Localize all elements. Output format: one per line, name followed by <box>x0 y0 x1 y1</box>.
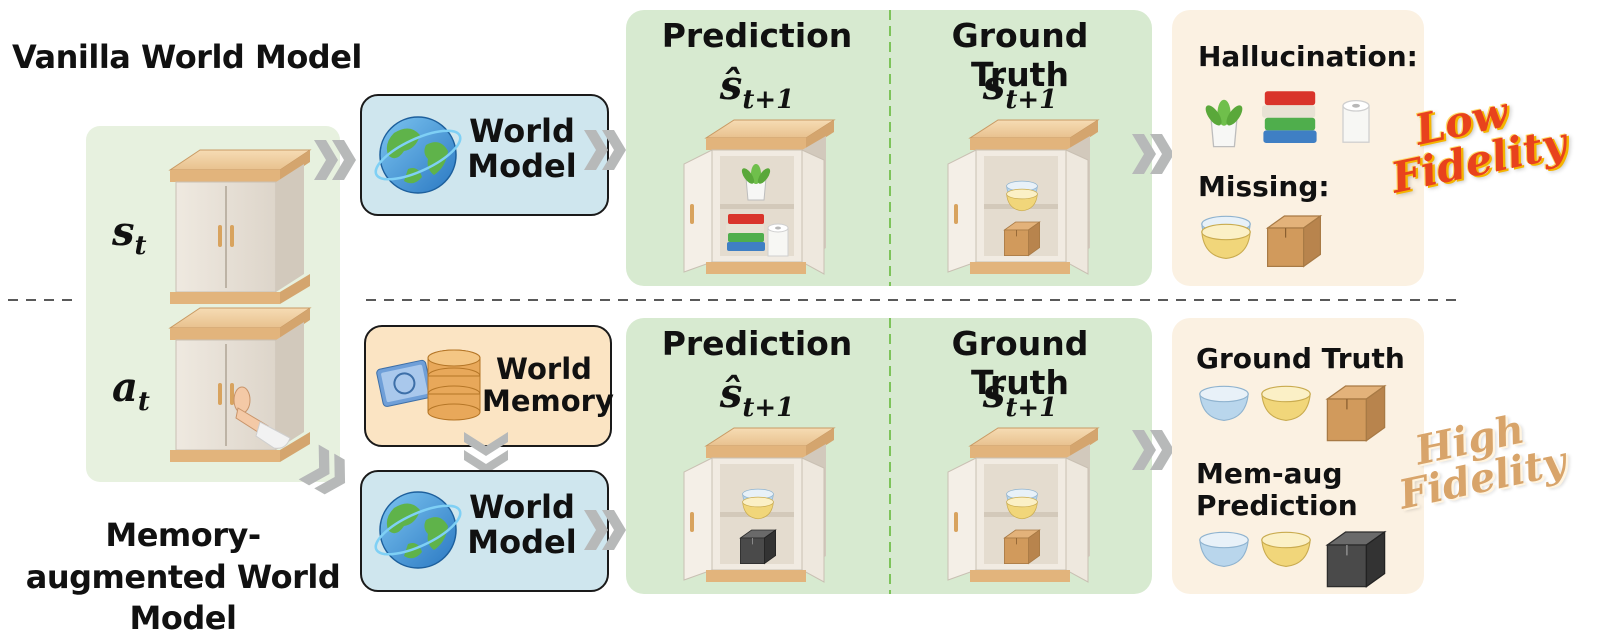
ground-truth-state-symbol: st+1 <box>982 370 1058 423</box>
ground-truth-items-label: Ground Truth <box>1196 342 1405 375</box>
prediction-heading: Prediction <box>661 16 853 55</box>
panel-divider <box>889 10 891 286</box>
ground-truth-state-symbol: st+1 <box>982 62 1058 115</box>
globe-icon <box>368 115 468 195</box>
mem-aug-prediction-label: Mem-aug Prediction <box>1196 457 1358 523</box>
vanilla-world-model-title: Vanilla World Model <box>12 38 362 76</box>
panel-divider <box>889 318 891 594</box>
ground-truth-heading: Ground Truth <box>951 324 1089 402</box>
world-model-label: World Model <box>467 488 577 562</box>
memory-predicted-cabinet-icon <box>683 427 835 583</box>
action-at-label: at <box>112 364 150 417</box>
ground-truth-cabinet-icon <box>947 119 1099 275</box>
ground-truth-items-icons <box>1199 385 1386 442</box>
missing-label: Missing: <box>1198 170 1330 203</box>
row-divider <box>8 299 1458 301</box>
world-memory-label: World Memory <box>482 352 614 418</box>
globe-icon <box>368 490 468 570</box>
state-st-label: st <box>112 208 147 261</box>
memory-database-icon <box>376 349 481 421</box>
prediction-state-symbol: ŝt+1 <box>719 370 795 423</box>
memory-augmented-world-model-title: Memory-augmented World Model <box>25 516 341 638</box>
world-model-label: World Model <box>467 112 577 186</box>
prediction-state-symbol: ŝt+1 <box>719 62 795 115</box>
hallucinated-cabinet-icon <box>683 119 835 275</box>
hallucinated-items-icons <box>1201 91 1370 148</box>
prediction-heading: Prediction <box>661 324 853 363</box>
hallucination-label: Hallucination: <box>1198 40 1418 73</box>
mem-aug-prediction-items-icons <box>1199 531 1386 588</box>
cabinet-hand-opening-icon <box>169 307 311 463</box>
ground-truth-cabinet-icon <box>947 427 1099 583</box>
closed-cabinet-icon <box>169 149 311 305</box>
missing-items-icons <box>1201 215 1322 267</box>
arrow-memory-to-model-icon <box>464 432 508 474</box>
ground-truth-heading: Ground Truth <box>951 16 1089 94</box>
arrow-to-memory-model-icon <box>298 444 356 501</box>
